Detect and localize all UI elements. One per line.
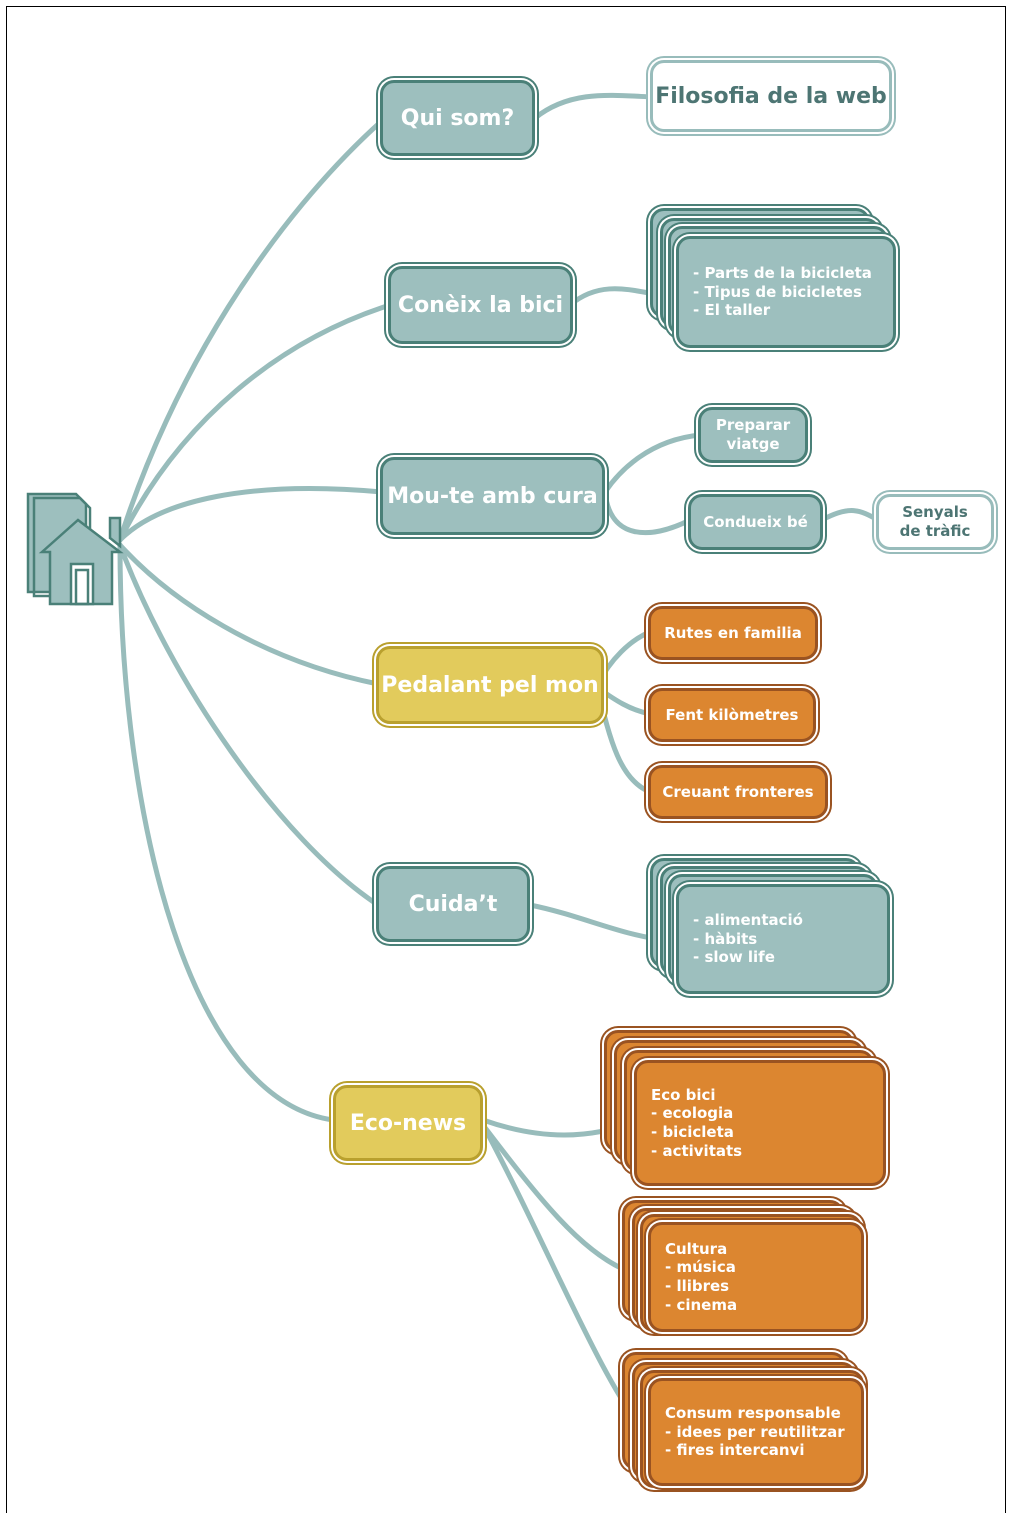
node-cuidat-items[interactable]: - alimentació - hàbits - slow life bbox=[676, 884, 890, 994]
cuidat-item: - hàbits bbox=[693, 929, 758, 948]
link-econews-cultura bbox=[480, 1122, 628, 1273]
node-eco-bici[interactable]: Eco bici - ecologia - bicicleta - activi… bbox=[634, 1060, 886, 1186]
node-fent-kilometres[interactable]: Fent kilòmetres bbox=[648, 688, 816, 742]
link-moute-condueix bbox=[602, 489, 693, 536]
node-mou-te-amb-cura[interactable]: Mou-te amb cura bbox=[380, 457, 605, 535]
link-home-coneix bbox=[117, 302, 393, 543]
node-pedalant-pel-mon[interactable]: Pedalant pel mon bbox=[376, 646, 604, 724]
node-qui-som[interactable]: Qui som? bbox=[380, 80, 535, 156]
node-consum-responsable[interactable]: Consum responsable - idees per reutilitz… bbox=[648, 1378, 864, 1486]
link-home-moute bbox=[117, 486, 385, 543]
link-home-quisom bbox=[117, 115, 388, 543]
node-coneix-items[interactable]: - Parts de la bicicleta - Tipus de bicic… bbox=[676, 236, 896, 348]
home-icon[interactable] bbox=[24, 488, 128, 610]
link-moute-preparar bbox=[602, 432, 703, 495]
node-condueix-be[interactable]: Condueix bé bbox=[688, 494, 823, 550]
link-home-econews bbox=[117, 542, 336, 1123]
node-eco-news[interactable]: Eco-news bbox=[333, 1085, 483, 1161]
link-home-cuidat bbox=[117, 542, 381, 908]
link-pedalant-fent bbox=[595, 685, 653, 717]
link-quisom-filosofia bbox=[532, 92, 655, 121]
cuidat-item: - alimentació bbox=[693, 910, 803, 929]
coneix-item: - Parts de la bicicleta bbox=[693, 263, 872, 282]
cuidat-item: - slow life bbox=[693, 948, 775, 967]
node-rutes-en-familia[interactable]: Rutes en familia bbox=[648, 606, 818, 660]
node-creuant-fronteres[interactable]: Creuant fronteres bbox=[648, 765, 828, 819]
link-condueix-senyals bbox=[819, 508, 881, 523]
link-cuidat-items bbox=[527, 902, 668, 943]
node-cuidat[interactable]: Cuida’t bbox=[376, 866, 530, 942]
coneix-item: - El taller bbox=[693, 301, 771, 320]
link-pedalant-rutes bbox=[595, 629, 653, 687]
node-filosofia[interactable]: Filosofia de la web bbox=[650, 60, 892, 132]
link-home-pedalant bbox=[117, 542, 381, 687]
node-cultura[interactable]: Cultura - música - llibres - cinema bbox=[648, 1222, 864, 1332]
link-coneix-items bbox=[567, 286, 663, 308]
node-coneix-la-bici[interactable]: Conèix la bici bbox=[388, 266, 573, 344]
diagram-frame bbox=[6, 6, 1006, 1513]
coneix-item: - Tipus de bicicletes bbox=[693, 282, 862, 301]
